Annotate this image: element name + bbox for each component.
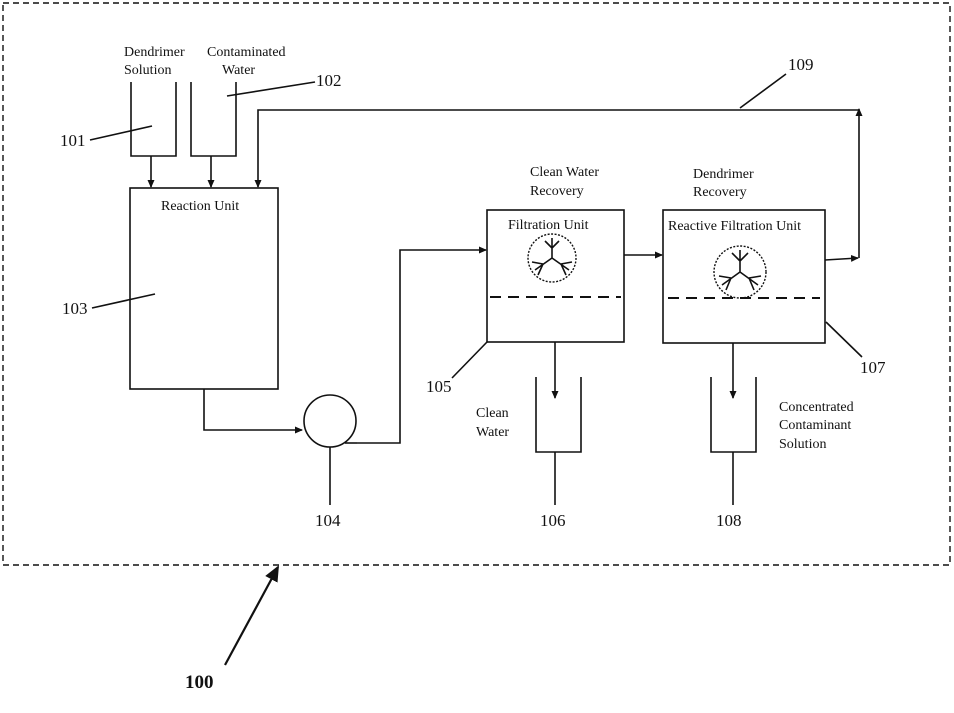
ref-105: 105 bbox=[426, 377, 452, 396]
dendrimer-label-line1: Dendrimer bbox=[124, 45, 185, 60]
reactive-outlet-arrow bbox=[824, 254, 859, 262]
system-boundary bbox=[2, 2, 951, 566]
filtration-header-line1: Clean Water bbox=[530, 165, 599, 180]
leader-105 bbox=[451, 341, 488, 379]
ref-109: 109 bbox=[788, 55, 814, 74]
contaminant-label-line1: Concentrated bbox=[779, 400, 854, 415]
leader-102 bbox=[226, 81, 316, 97]
leader-103 bbox=[91, 293, 156, 309]
ref-101: 101 bbox=[60, 131, 86, 150]
filtration-unit-label: Filtration Unit bbox=[508, 218, 589, 233]
reactive-header-line1: Dendrimer bbox=[693, 167, 754, 182]
leader-109 bbox=[739, 73, 787, 109]
dendrimer-label-line2: Solution bbox=[124, 63, 171, 78]
ref-106: 106 bbox=[540, 511, 566, 530]
reaction-unit-label: Reaction Unit bbox=[161, 199, 239, 214]
reactive-header-line2: Recovery bbox=[693, 185, 747, 200]
ref-108: 108 bbox=[716, 511, 742, 530]
dendrimer-icon bbox=[713, 245, 767, 299]
pump-body bbox=[303, 394, 357, 448]
ref-103: 103 bbox=[62, 299, 88, 318]
water-label-line1: Contaminated bbox=[207, 45, 286, 60]
contaminant-label-line2: Contaminant bbox=[779, 418, 851, 433]
clean-water-tank bbox=[535, 377, 582, 453]
water-label-line2: Water bbox=[222, 63, 255, 78]
ref-107: 107 bbox=[860, 358, 886, 377]
leader-107 bbox=[825, 321, 863, 358]
recycle-return-line bbox=[254, 109, 859, 188]
contaminant-label-line3: Solution bbox=[779, 437, 826, 452]
pump-to-filtration-line bbox=[357, 246, 487, 444]
reaction-unit-box bbox=[129, 187, 279, 390]
ref-100: 100 bbox=[185, 672, 214, 693]
ref-104: 104 bbox=[315, 511, 341, 530]
dendrimer-solution-tank bbox=[130, 82, 177, 157]
contaminated-water-tank bbox=[190, 82, 237, 157]
dendrimer-icon bbox=[527, 233, 577, 283]
reaction-to-pump-line bbox=[203, 389, 303, 434]
ref-102: 102 bbox=[316, 71, 342, 90]
clean-water-label-line2: Water bbox=[476, 425, 509, 440]
clean-water-label-line1: Clean bbox=[476, 406, 509, 421]
filtration-header-line2: Recovery bbox=[530, 184, 584, 199]
leader-101 bbox=[89, 125, 153, 141]
reactive-filtration-unit-label: Reactive Filtration Unit bbox=[668, 219, 801, 234]
system-pointer-arrow bbox=[224, 565, 279, 666]
